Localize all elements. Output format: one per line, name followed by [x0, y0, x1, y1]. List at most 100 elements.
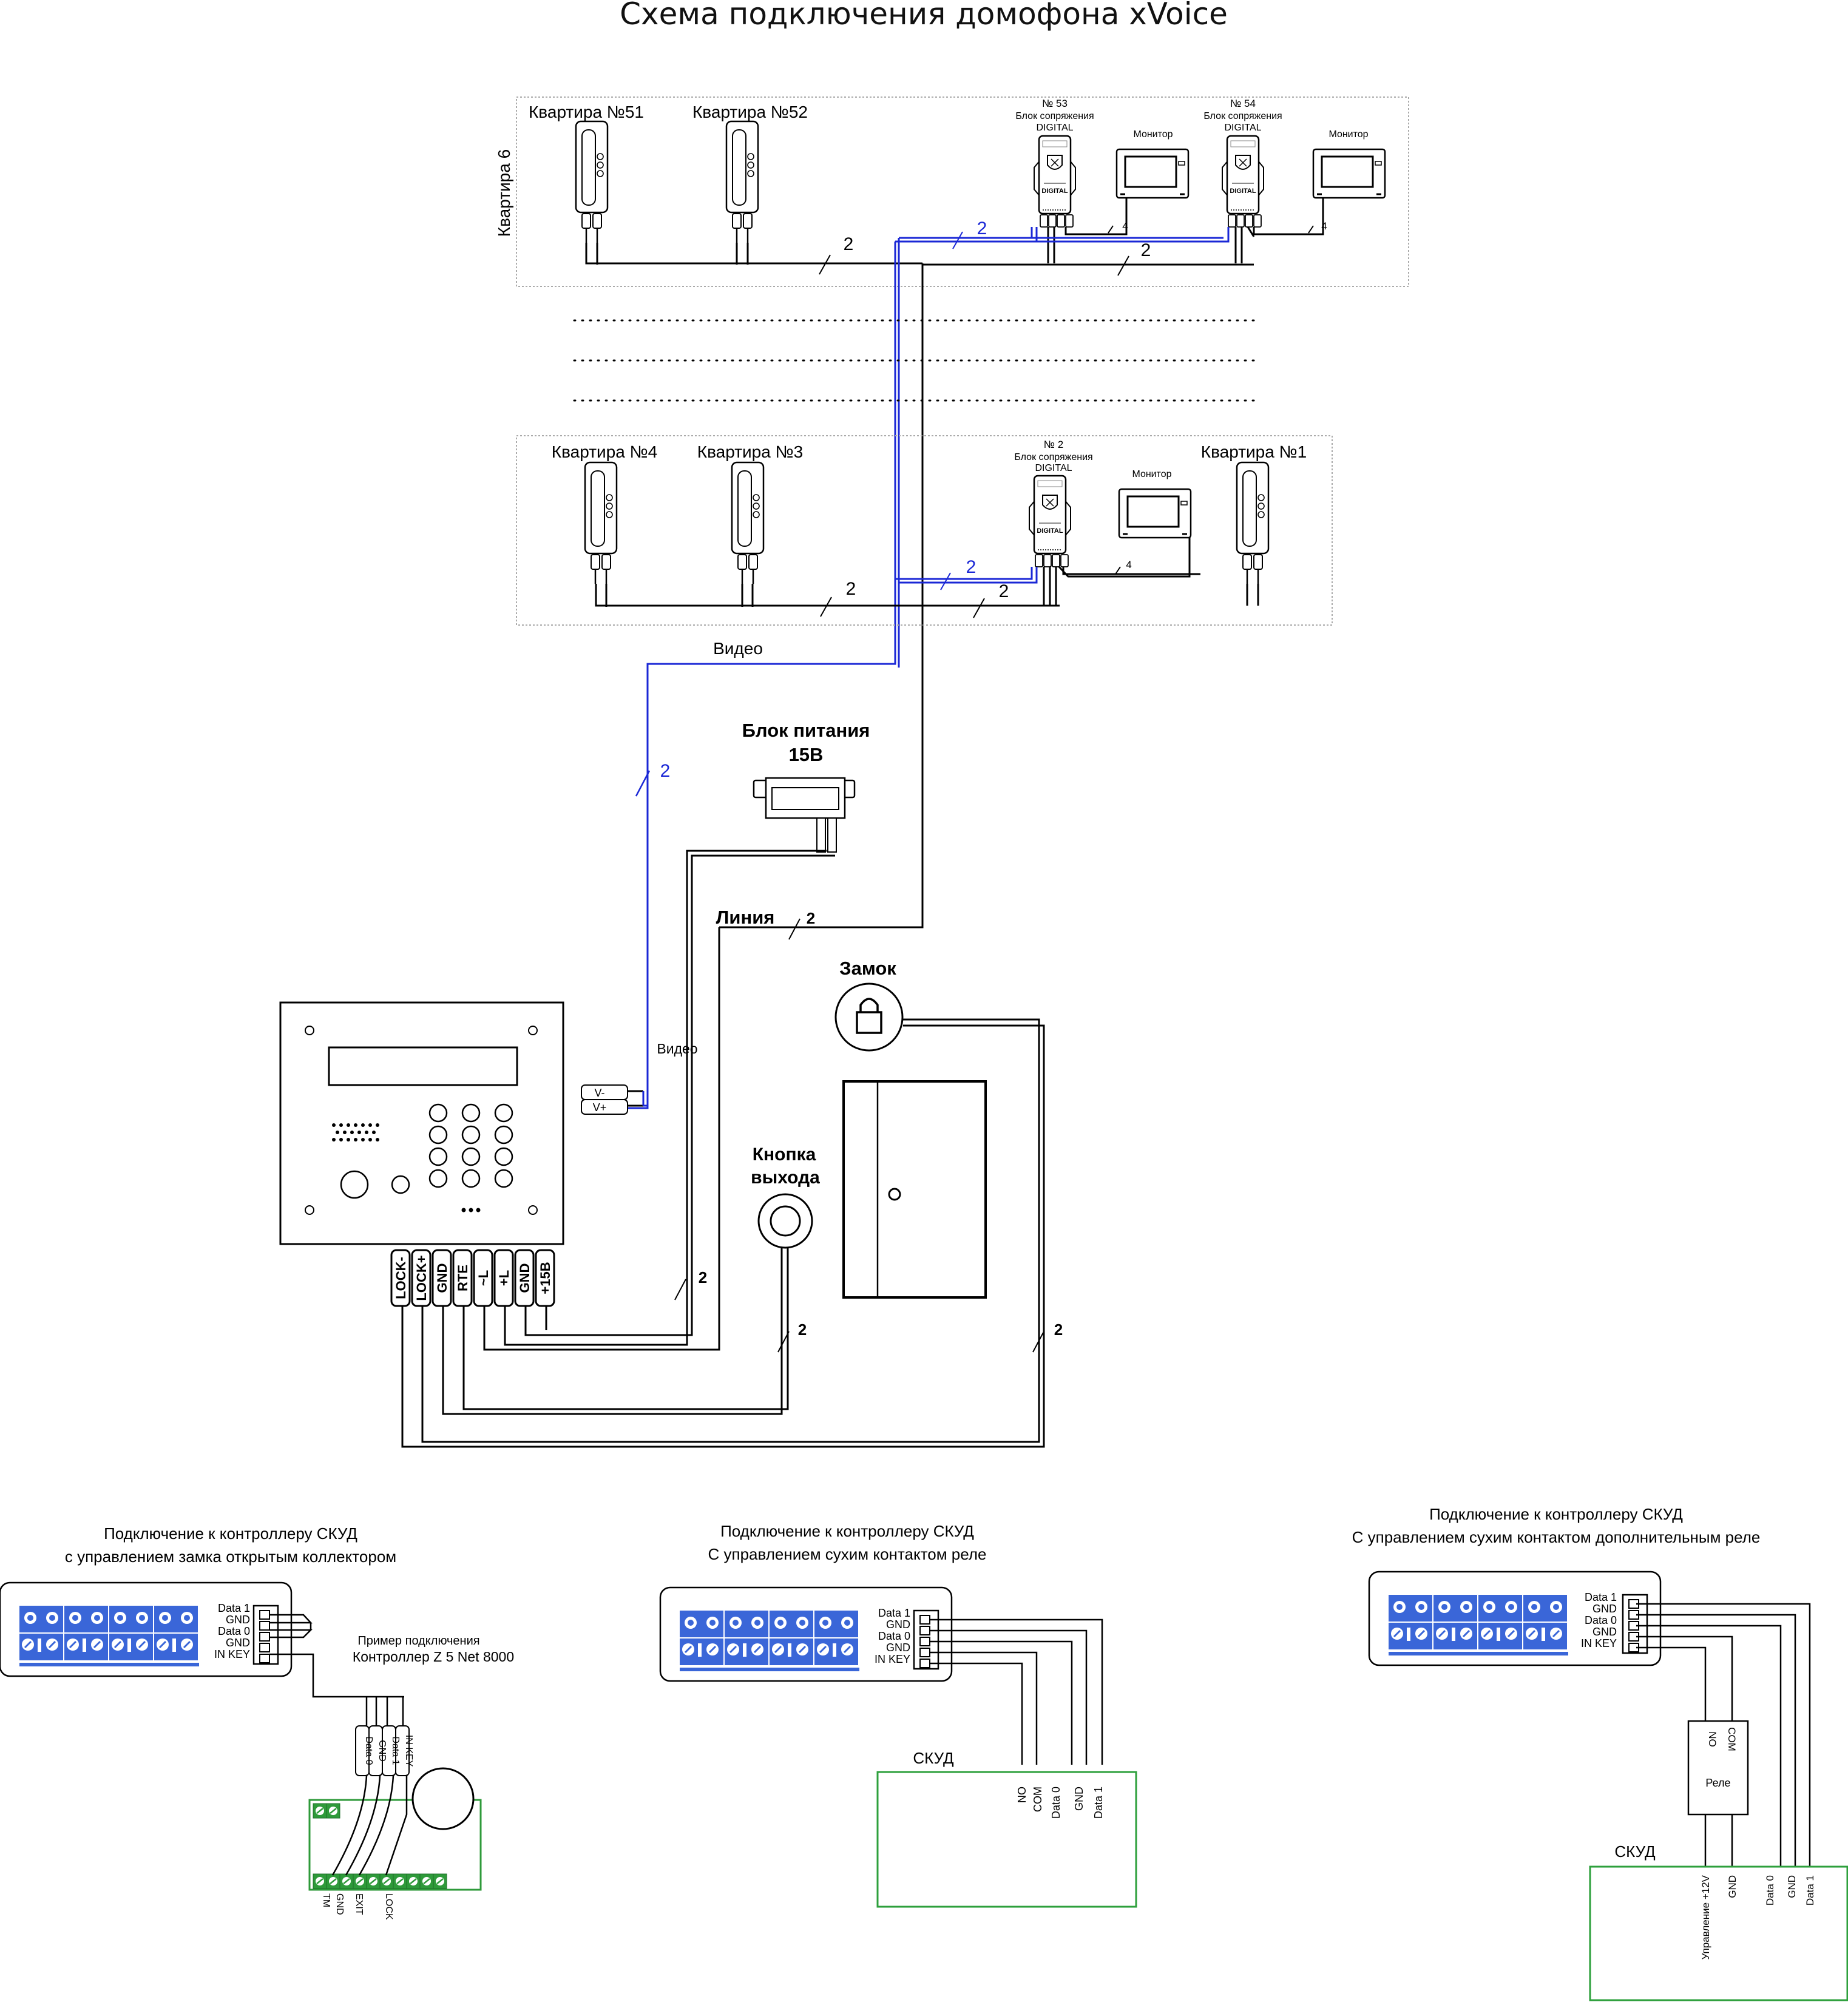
handset-51: [575, 120, 609, 244]
z5-wire-labels: [355, 1725, 410, 1776]
module-2-sub: DIGITAL: [1035, 463, 1072, 473]
bottom-group-frame: [516, 435, 1333, 626]
handset-1: [1236, 461, 1270, 585]
call-panel: [279, 1001, 564, 1245]
module-2-number: № 2: [1044, 439, 1063, 450]
skud3-controller: [1369, 1572, 1660, 1665]
handset-3: [731, 461, 765, 585]
top-video-count-mark: [952, 231, 963, 249]
skud3-pin-gnd2: GND: [1592, 1626, 1617, 1638]
module-53-badge: DIGITAL: [1041, 188, 1068, 195]
video-count-mark: [635, 770, 651, 797]
module-54-sub: DIGITAL: [1224, 123, 1261, 133]
panel-wiring: [401, 850, 1045, 1448]
lock-label: Замок: [839, 958, 896, 979]
top-bus-count: 2: [844, 234, 854, 254]
line-label: Линия: [716, 907, 775, 928]
skud1-pin-gnd2: GND: [226, 1637, 250, 1649]
skud2-box: [876, 1771, 1137, 1908]
apartment-3-label: Квартира №3: [697, 442, 803, 461]
video-terminal-block: [581, 1084, 643, 1115]
module-53-number: № 53: [1042, 98, 1068, 109]
video-input-label: Видео: [657, 1041, 697, 1057]
top-bus-count-right: 2: [1141, 240, 1151, 260]
skud2-pin-data1-box: Data 1: [1092, 1787, 1105, 1819]
video-wire-count: 2: [660, 761, 671, 781]
exit-wire-count: 2: [798, 1321, 807, 1339]
handset-4: [584, 461, 618, 585]
apartment-51-label: Квартира №51: [529, 103, 644, 121]
power-supply: [753, 777, 856, 853]
video-line-label: Видео: [713, 639, 763, 658]
top-group-frame: [516, 96, 1409, 287]
exit-button-icon: [757, 1193, 813, 1249]
panel-wire-count-marks: [674, 1279, 1044, 1353]
module-54-title: Блок сопряжения: [1203, 111, 1282, 121]
terminal-lock-minus: LOCK-: [393, 1257, 408, 1299]
monitor-2-wire-count: 4: [1126, 559, 1131, 570]
skud2-pin-gnd2: GND: [886, 1642, 910, 1654]
monitor-2-label: Монитор: [1132, 469, 1171, 479]
video-terminal-minus: V-: [594, 1087, 604, 1099]
z5-pin-exit: EXIT: [354, 1893, 364, 1915]
bottom-video-count-mark: [940, 572, 951, 590]
skud1-pin-data0: Data 0: [218, 1625, 250, 1637]
top-video-count: 2: [977, 218, 987, 238]
skud2-pin-com: COM: [1032, 1787, 1044, 1812]
skud2-pin-data1: Data 1: [878, 1607, 910, 1619]
monitor-53: [1115, 148, 1190, 199]
module-2-badge: DIGITAL: [1037, 527, 1063, 535]
z5-pin-gnd: GND: [334, 1893, 345, 1915]
relay-box: [1687, 1720, 1749, 1816]
module-54-badge: DIGITAL: [1230, 188, 1256, 195]
power-supply-voltage: 15В: [789, 744, 824, 765]
lock-icon: [834, 982, 904, 1052]
z5-wiring: [331, 1775, 408, 1876]
interface-module-54: [1221, 135, 1265, 228]
power-wire-count: 2: [699, 1268, 707, 1287]
skud2-wiring: [930, 1618, 1103, 1765]
skud3-pin-data0: Data 0: [1585, 1614, 1617, 1626]
relay-pin-no: NO: [1707, 1731, 1718, 1747]
monitor-54: [1312, 148, 1386, 199]
module-53-title: Блок сопряжения: [1015, 111, 1094, 121]
apartment-52-label: Квартира №52: [692, 103, 808, 121]
skud2-title: Подключение к контроллеру СКУД: [720, 1522, 974, 1540]
apartment-4-label: Квартира №4: [552, 442, 657, 461]
skud2-box-label: СКУД: [913, 1749, 954, 1767]
skud2-pin-data0-box: Data 0: [1050, 1787, 1062, 1819]
module-53-sub: DIGITAL: [1036, 123, 1073, 133]
z5-label-inkey: IN KEY: [404, 1735, 414, 1767]
bottom-bus-count: 2: [846, 579, 856, 599]
panel-terminal-block: [390, 1249, 555, 1307]
top-wire-count-marks: [819, 225, 1314, 276]
terminal-gnd-2: GND: [517, 1263, 532, 1293]
skud3-box-label: СКУД: [1614, 1842, 1656, 1861]
z5-label-data1: Data 1: [390, 1736, 401, 1765]
z5-label-gnd: GND: [377, 1740, 387, 1762]
bottom-video-count: 2: [966, 557, 976, 577]
terminal-lock-plus: LOCK+: [414, 1255, 429, 1300]
skud1-pin-inkey: IN KEY: [214, 1648, 250, 1660]
skud3-pin-data1-box: Data 1: [1804, 1875, 1816, 1906]
skud1-title: Подключение к контроллеру СКУД: [104, 1524, 357, 1543]
video-terminal-plus: V+: [593, 1101, 607, 1114]
skud2-pin-no: NO: [1016, 1787, 1028, 1803]
terminal-rte: RTE: [455, 1265, 470, 1291]
skud2-pin-gnd1: GND: [886, 1618, 910, 1631]
monitor-53-label: Монитор: [1133, 129, 1173, 140]
skud1-pin-gnd1: GND: [226, 1614, 250, 1626]
exit-button-label: Кнопка: [753, 1145, 816, 1165]
skud3-box: [1589, 1865, 1848, 2001]
skud3-pin-gnd2-box: GND: [1786, 1875, 1798, 1898]
terminal-gnd-1: GND: [435, 1263, 450, 1293]
power-supply-label: Блок питания: [742, 720, 870, 741]
apartment-1-label: Квартира №1: [1201, 442, 1307, 461]
module-2-title: Блок сопряжения: [1014, 452, 1092, 462]
skud3-wiring: [1636, 1603, 1811, 1869]
interface-module-53: [1033, 135, 1077, 228]
skud3-pin-data0-box: Data 0: [1764, 1875, 1776, 1906]
door-icon: [842, 1080, 987, 1299]
skud3-pin-inkey: IN KEY: [1581, 1637, 1617, 1649]
